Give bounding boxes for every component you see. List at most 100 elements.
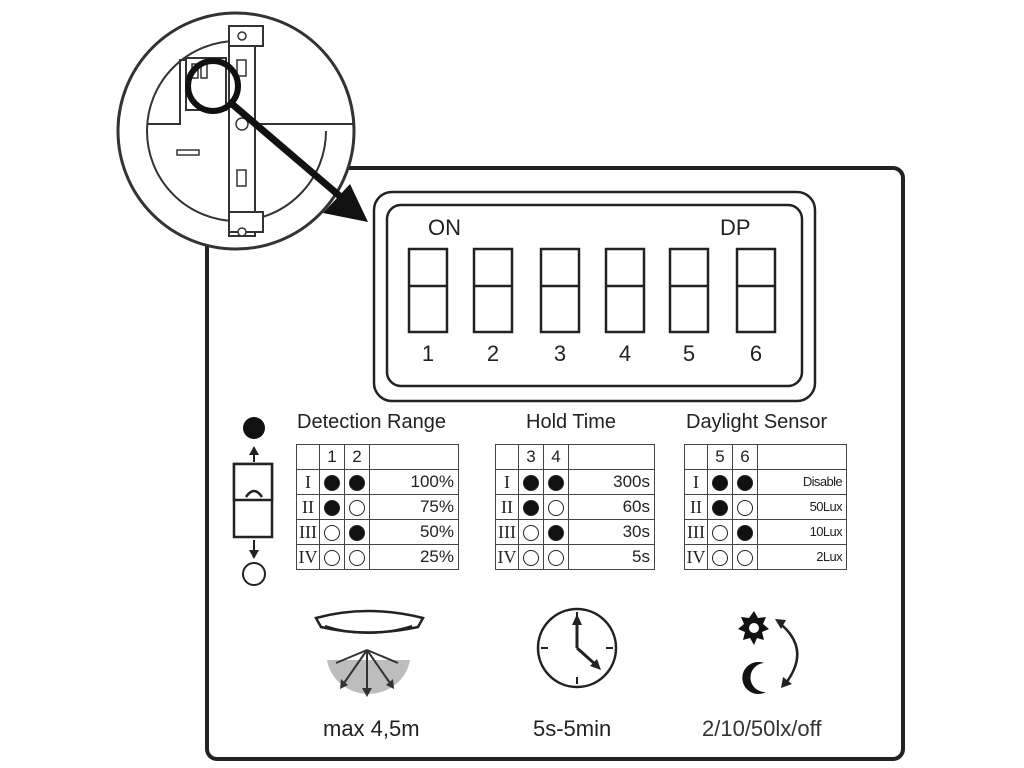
switch-state-cell bbox=[543, 494, 569, 520]
switch-state-cell bbox=[707, 544, 733, 570]
switch-on-dot bbox=[324, 474, 340, 491]
switch-on-dot bbox=[523, 499, 539, 516]
switch-state-cell bbox=[518, 544, 544, 570]
level-cell: II bbox=[495, 494, 519, 520]
daylight-caption: 2/10/50lx/off bbox=[702, 716, 822, 741]
table-row: I 300s bbox=[495, 469, 655, 495]
level-cell: II bbox=[296, 494, 320, 520]
header-empty-cell bbox=[369, 444, 459, 470]
level-cell: IV bbox=[684, 544, 708, 570]
setting-value-cell: Disable bbox=[757, 469, 847, 495]
table-row: I Disable bbox=[684, 469, 847, 495]
switch-state-cell bbox=[344, 469, 370, 495]
setting-value-cell: 2Lux bbox=[757, 544, 847, 570]
switch-state-cell bbox=[732, 544, 758, 570]
magnifier-circle-icon bbox=[185, 58, 241, 114]
level-cell: III bbox=[296, 519, 320, 545]
switch-state-cell bbox=[344, 519, 370, 545]
switch-state-cell bbox=[732, 469, 758, 495]
switch-state-cell bbox=[543, 544, 569, 570]
dip-switch-number: 5 bbox=[682, 341, 696, 366]
header-empty-cell bbox=[296, 444, 320, 470]
switch-column-header: 4 bbox=[543, 444, 569, 470]
dip-legend-icon bbox=[232, 417, 274, 586]
switch-state-cell bbox=[732, 494, 758, 520]
switch-off-dot bbox=[737, 499, 753, 516]
dip-on-label: ON bbox=[428, 215, 461, 240]
switch-state-cell bbox=[518, 519, 544, 545]
table-row: IV 2Lux bbox=[684, 544, 847, 570]
switch-off-dot bbox=[712, 549, 728, 566]
header-empty-cell bbox=[568, 444, 655, 470]
switch-on-dot bbox=[349, 474, 365, 491]
switch-on-dot bbox=[737, 524, 753, 541]
switch-state-cell bbox=[543, 519, 569, 545]
setting-value-cell: 25% bbox=[369, 544, 459, 570]
level-cell: I bbox=[296, 469, 320, 495]
table-row: III 50% bbox=[296, 519, 459, 545]
level-cell: IV bbox=[296, 544, 320, 570]
dip-switch-number: 2 bbox=[486, 341, 500, 366]
switch-column-header: 1 bbox=[319, 444, 345, 470]
setting-value-cell: 60s bbox=[568, 494, 655, 520]
switch-state-cell bbox=[319, 469, 345, 495]
table-row: II 60s bbox=[495, 494, 655, 520]
dip-switch-block bbox=[372, 190, 817, 403]
dip-switch-number: 6 bbox=[749, 341, 763, 366]
switch-on-dot bbox=[712, 499, 728, 516]
switch-state-cell bbox=[344, 494, 370, 520]
switch-off-dot bbox=[324, 549, 340, 566]
switch-on-dot bbox=[712, 474, 728, 491]
setting-value-cell: 50% bbox=[369, 519, 459, 545]
switch-off-dot bbox=[548, 499, 564, 516]
level-cell: III bbox=[495, 519, 519, 545]
level-cell: I bbox=[684, 469, 708, 495]
setting-value-cell: 50Lux bbox=[757, 494, 847, 520]
setting-value-cell: 30s bbox=[568, 519, 655, 545]
level-cell: III bbox=[684, 519, 708, 545]
switch-column-header: 2 bbox=[344, 444, 370, 470]
switch-on-dot bbox=[737, 474, 753, 491]
switch-off-dot bbox=[523, 524, 539, 541]
table-row: IV 25% bbox=[296, 544, 459, 570]
pointer-arrowhead-icon bbox=[323, 184, 368, 222]
switch-off-dot bbox=[712, 524, 728, 541]
moon-icon bbox=[742, 661, 766, 694]
switch-column-header: 6 bbox=[732, 444, 758, 470]
table-row: I 100% bbox=[296, 469, 459, 495]
setting-value-cell: 100% bbox=[369, 469, 459, 495]
switch-on-dot bbox=[548, 524, 564, 541]
switch-off-dot bbox=[349, 549, 365, 566]
detection-range-title: Detection Range bbox=[297, 411, 446, 433]
setting-value-cell: 10Lux bbox=[757, 519, 847, 545]
switch-off-dot bbox=[548, 549, 564, 566]
pointer-arrow-icon bbox=[229, 101, 345, 201]
dip-switch-2 bbox=[472, 247, 514, 334]
level-cell: I bbox=[495, 469, 519, 495]
switch-column-header: 5 bbox=[707, 444, 733, 470]
switch-off-dot bbox=[737, 549, 753, 566]
clock-icon bbox=[536, 607, 618, 689]
setting-value-cell: 300s bbox=[568, 469, 655, 495]
header-empty-cell bbox=[684, 444, 708, 470]
switch-state-cell bbox=[319, 519, 345, 545]
switch-on-dot bbox=[324, 499, 340, 516]
dip-switch-3 bbox=[539, 247, 581, 334]
switch-state-cell bbox=[518, 494, 544, 520]
range-caption: max 4,5m bbox=[323, 716, 420, 741]
dip-switch-1 bbox=[407, 247, 449, 334]
table-row: III 10Lux bbox=[684, 519, 847, 545]
sensor-lamp-icon bbox=[314, 609, 425, 697]
switch-on-dot bbox=[349, 524, 365, 541]
setting-value-cell: 75% bbox=[369, 494, 459, 520]
table-row: II 75% bbox=[296, 494, 459, 520]
time-caption: 5s-5min bbox=[533, 716, 612, 741]
switch-off-dot bbox=[324, 524, 340, 541]
